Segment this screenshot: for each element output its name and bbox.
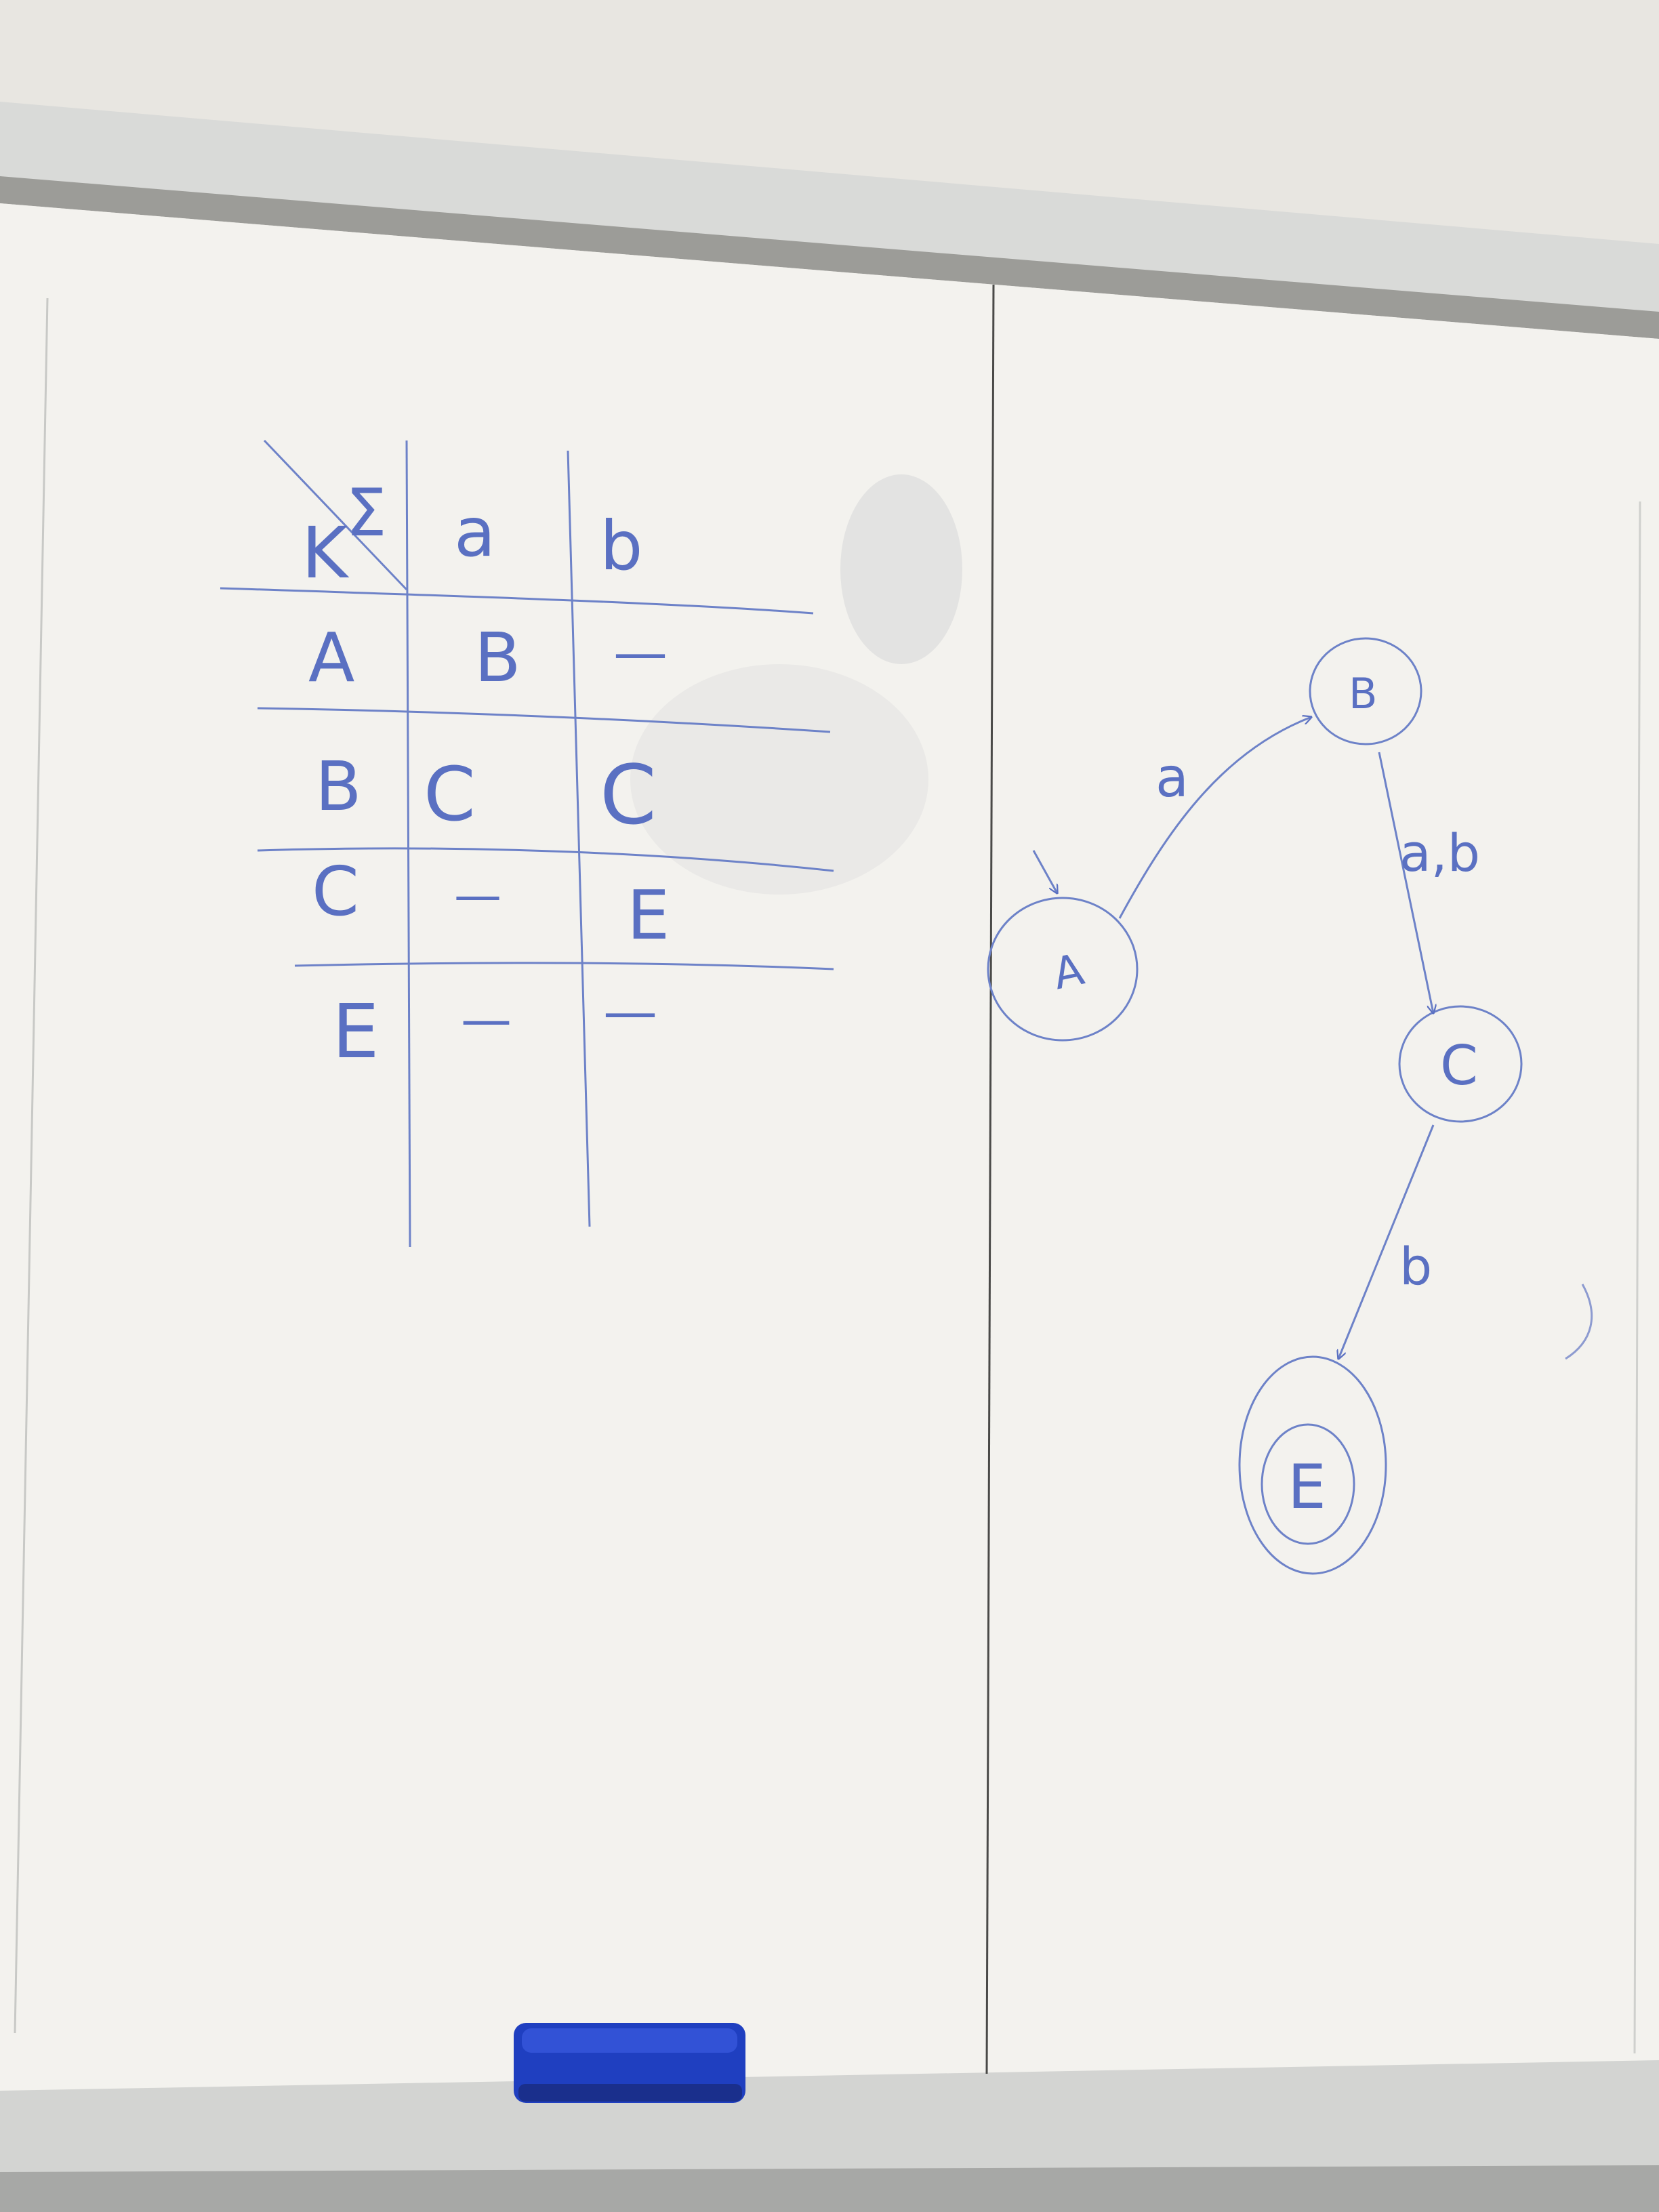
eraser[interactable] xyxy=(514,2023,745,2103)
corner-state-label: K xyxy=(302,512,350,594)
table-row-line xyxy=(220,587,814,615)
whiteboard-surface xyxy=(0,203,1659,2094)
state-E-outer-circle xyxy=(1238,1355,1387,1575)
row-state-B: B xyxy=(315,747,362,826)
right-panel-edge xyxy=(1633,501,1641,2054)
table-vertical-line xyxy=(567,450,591,1227)
state-A-circle xyxy=(987,897,1139,1042)
row-state-E: E xyxy=(332,988,380,1075)
state-B-label: B xyxy=(1349,669,1378,718)
cell-B-a: C xyxy=(424,751,476,838)
erase-smudge xyxy=(630,664,928,895)
table-row-line xyxy=(294,962,834,970)
transition-table xyxy=(220,439,834,1248)
table-row-line xyxy=(257,847,834,872)
transition-C-E xyxy=(1338,1124,1435,1359)
board-bottom-shadow xyxy=(0,2165,1659,2212)
state-C-label: C xyxy=(1440,1034,1478,1097)
erase-smudge xyxy=(840,474,962,664)
automaton-diagram xyxy=(987,637,1523,1575)
column-header-a: a xyxy=(454,493,495,572)
state-E-inner-circle xyxy=(1261,1423,1355,1545)
table-row-line xyxy=(257,707,831,733)
transition-B-C-label: a,b xyxy=(1399,823,1480,883)
board-bottom-tray xyxy=(0,2060,1659,2175)
cell-C-a: — xyxy=(454,867,501,923)
left-panel-edge xyxy=(14,298,49,2034)
table-text: K Σ a b A B — B C C C — E E — — xyxy=(302,475,670,1075)
cell-A-a: B xyxy=(474,618,521,697)
eraser-shadow xyxy=(518,2084,742,2102)
cell-E-b: — xyxy=(603,980,657,1043)
automaton-labels: A B C E a a,b b xyxy=(1049,669,1480,1523)
cell-E-a: — xyxy=(461,989,512,1049)
transition-A-B-label: a xyxy=(1155,746,1189,809)
cell-C-b: E xyxy=(627,876,670,955)
corner-alphabet-label: Σ xyxy=(346,475,387,551)
column-header-b: b xyxy=(600,506,642,586)
transition-A-B xyxy=(1118,717,1311,919)
cell-B-b: C xyxy=(600,749,657,843)
stray-mark xyxy=(1565,1284,1593,1360)
board-top-frame-shadow xyxy=(0,176,1659,339)
row-state-C: C xyxy=(312,852,359,931)
corner-diagonal xyxy=(263,439,408,591)
cell-A-b: — xyxy=(613,621,668,684)
table-vertical-line xyxy=(405,440,411,1248)
state-C-circle xyxy=(1398,1005,1523,1123)
row-state-A: A xyxy=(308,618,354,697)
state-E-label: E xyxy=(1288,1452,1326,1523)
eraser-highlight xyxy=(522,2028,737,2053)
panel-seam xyxy=(985,284,995,2074)
transition-C-E-label: b xyxy=(1399,1236,1432,1296)
state-B-circle xyxy=(1309,637,1422,745)
transition-B-C xyxy=(1378,752,1433,1013)
start-arrow xyxy=(1032,850,1057,893)
